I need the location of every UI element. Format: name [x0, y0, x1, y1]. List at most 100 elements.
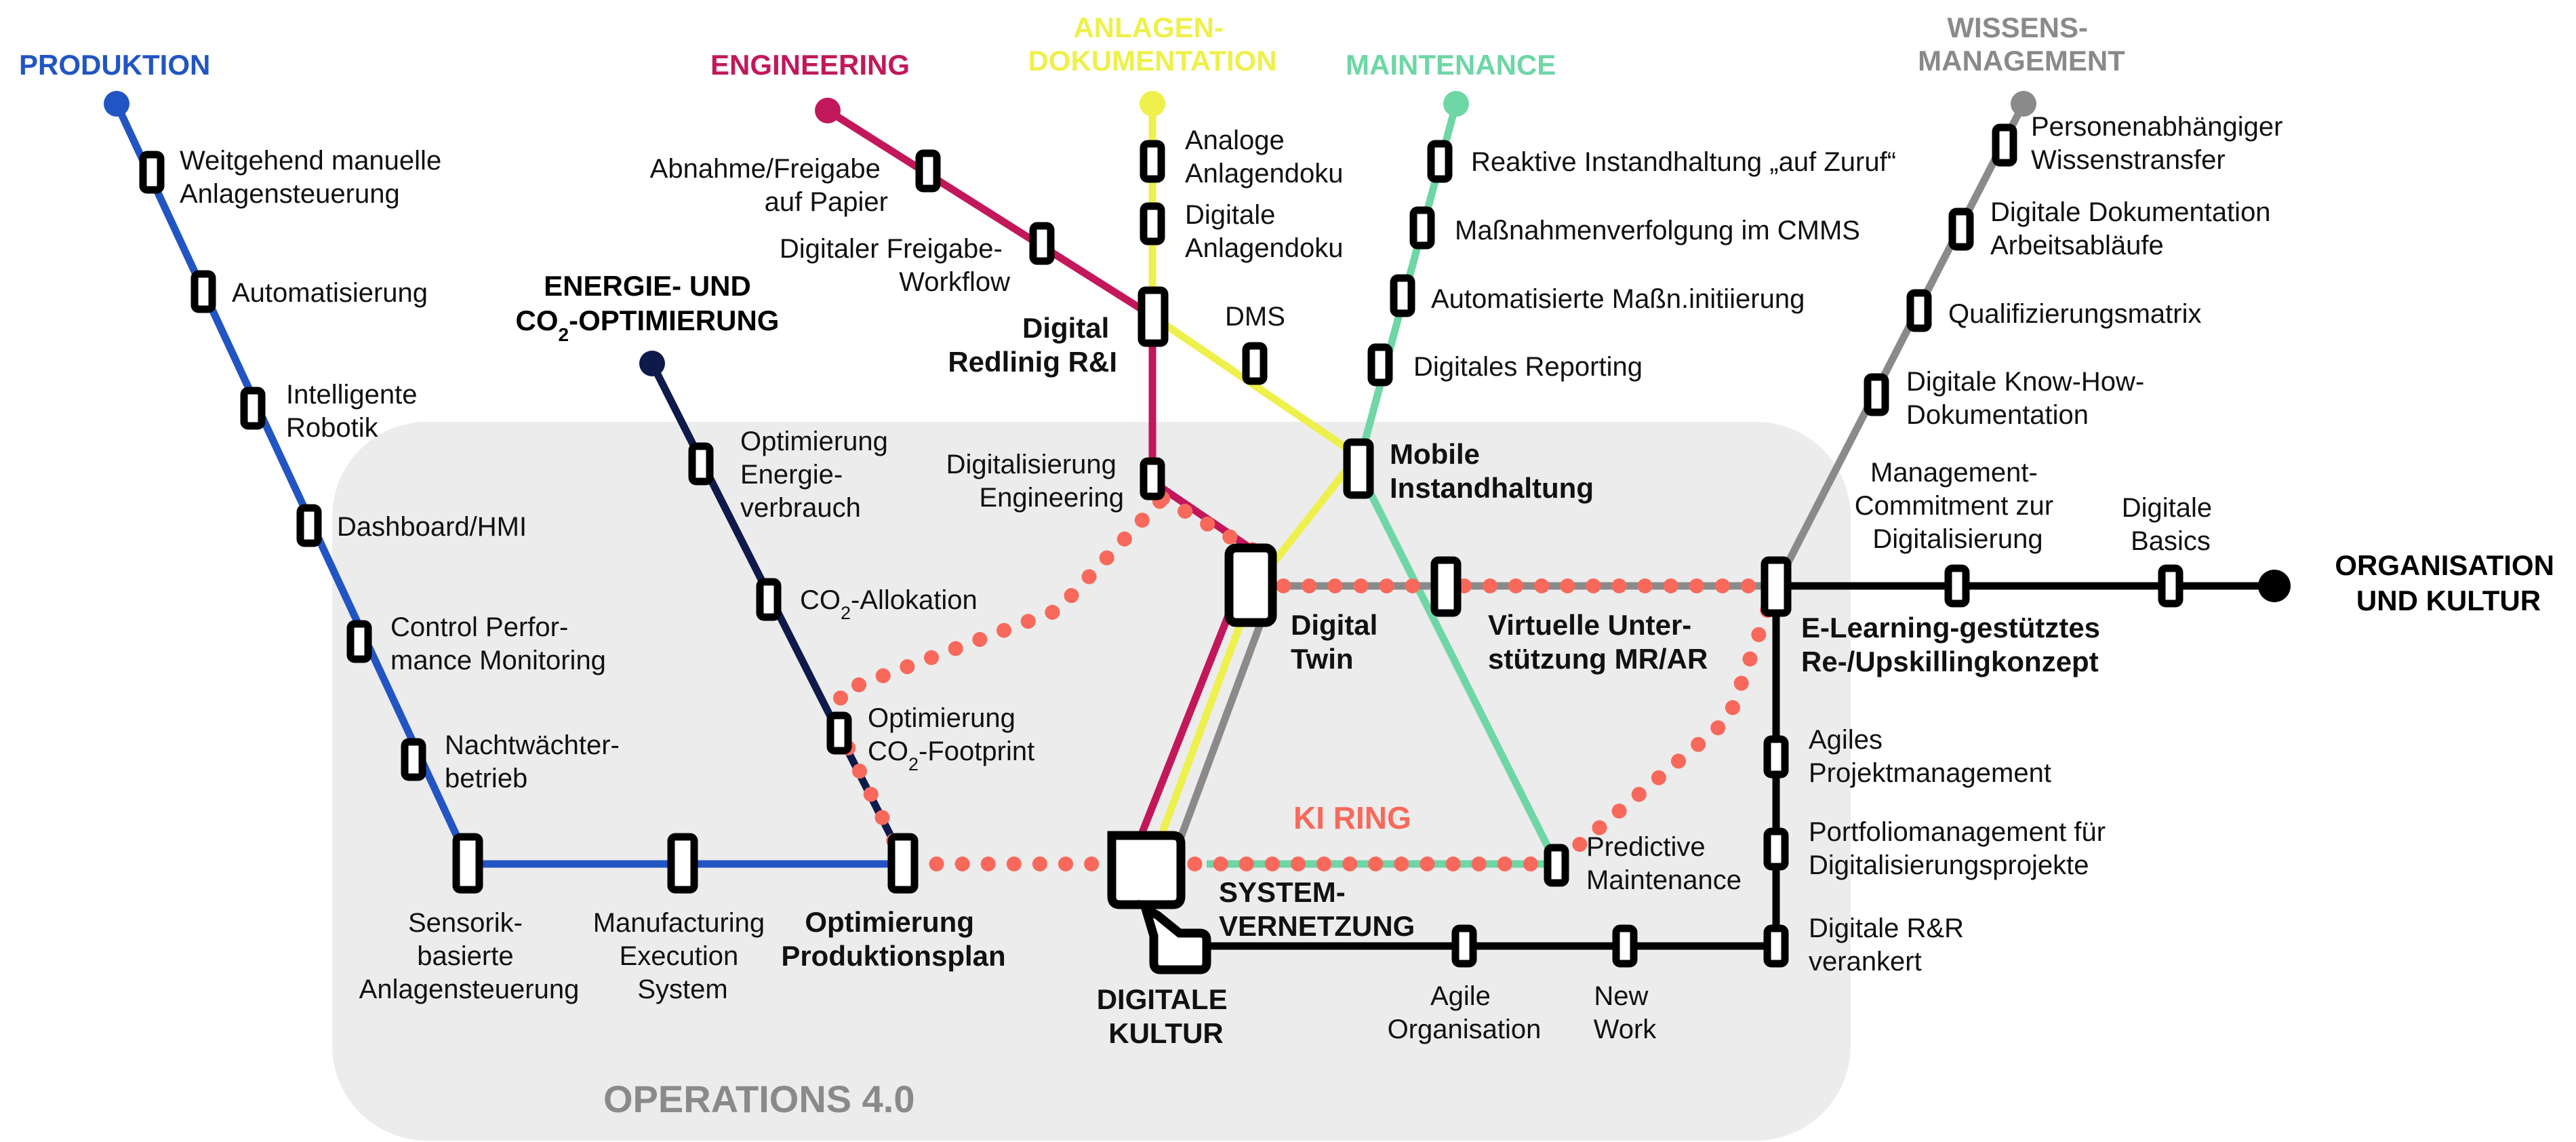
stop-maintenance-initiierung[interactable]	[1390, 274, 1415, 317]
label-kultur-rr-2: verankert	[1809, 947, 1922, 977]
heading-energie-co: CO	[516, 304, 559, 336]
label-kultur-new-work-1: New	[1594, 981, 1648, 1011]
heading-anlagendoku-1: ANLAGEN-	[1073, 12, 1224, 43]
label-energie-footprint-co: CO	[868, 736, 908, 766]
stop-produktion-nachtwaechter[interactable]	[401, 738, 426, 781]
stop-maintenance-reporting[interactable]	[1367, 343, 1393, 387]
stop-kultur-portfolio[interactable]	[1763, 827, 1789, 871]
ki-ring-right	[1549, 578, 1784, 871]
heading-anlagendoku: ANLAGEN- DOKUMENTATION	[1028, 12, 1276, 77]
label-mr-ar-2: stützung MR/AR	[1488, 643, 1708, 675]
heading-produktion: PRODUKTION	[19, 49, 210, 81]
label-kultur-agile-org-1: Agile	[1430, 981, 1491, 1011]
stop-engineering-workflow[interactable]	[1029, 222, 1055, 265]
stop-mr-ar[interactable]	[1430, 556, 1462, 617]
stop-anlagendoku-digital[interactable]	[1140, 202, 1165, 245]
label-engineering-workflow-1: Digitaler Freigabe-	[780, 234, 1003, 264]
heading-energie: ENERGIE- UND	[544, 270, 751, 302]
label-kultur-management-3: Digitalisierung	[1872, 524, 2042, 554]
label-energie-allokation-co: CO	[800, 585, 841, 615]
label-maintenance-mobile-2: Instandhaltung	[1390, 472, 1594, 504]
stop-produktion-dashboard[interactable]	[296, 504, 322, 547]
label-kultur-portfolio: Portfoliomanagement für Digitalisierungs…	[1809, 817, 2113, 880]
label-maintenance-predictive: Predictive Maintenance	[1586, 832, 1742, 895]
label-energie-footprint-2: CO2-Footprint	[868, 736, 1034, 774]
label-engineering-workflow: Digitaler Freigabe- Workflow	[780, 234, 1010, 297]
label-mr-ar-1: Virtuelle Unter-	[1488, 609, 1691, 641]
stop-energie-allokation[interactable]	[756, 578, 782, 621]
stop-kultur-elearning[interactable]	[1760, 556, 1792, 617]
terminus-kultur	[2258, 570, 2291, 602]
label-produktion-nachtwaechter-2: betrieb	[445, 764, 527, 793]
stop-engineering-redlining[interactable]	[1138, 286, 1169, 347]
label-wissen-dokumentation-2: Arbeitsabläufe	[1990, 231, 2164, 260]
stop-engineering-digitalisierung[interactable]	[1140, 457, 1165, 500]
label-anlagendoku-dms: DMS	[1225, 302, 1285, 332]
stop-kultur-basics[interactable]	[2158, 564, 2183, 608]
label-produktion-manuell-2: Anlagensteuerung	[180, 179, 400, 209]
label-engineering-workflow-2: Workflow	[899, 267, 1010, 297]
hub-systemvernetzung[interactable]	[1107, 831, 1186, 909]
terminus-energie	[639, 351, 665, 376]
label-kultur-agiles-pm-1: Agiles	[1809, 725, 1883, 755]
heading-engineering: ENGINEERING	[710, 49, 910, 81]
label-systemvernetzung: SYSTEM- VERNETZUNG	[1219, 876, 1415, 942]
stop-produktion-manuell[interactable]	[139, 151, 165, 194]
hub-digitale-kultur[interactable]	[1138, 899, 1211, 974]
label-energie-footprint-rest: -Footprint	[919, 736, 1034, 766]
label-kultur-management: Management- Commitment zur Digitalisieru…	[1855, 458, 2061, 554]
label-produktion-automatisierung: Automatisierung	[232, 278, 428, 308]
stop-kultur-management[interactable]	[1944, 564, 1970, 608]
label-produktion-sensorik-3: Anlagensteuerung	[359, 974, 580, 1004]
stop-maintenance-predictive[interactable]	[1544, 844, 1569, 887]
label-wissen-personen: Personenabhängiger Wissenstransfer	[2031, 112, 2291, 175]
stop-produktion-automatisierung[interactable]	[190, 270, 216, 313]
stop-kultur-agiles-pm[interactable]	[1763, 735, 1789, 779]
label-kultur-rr-1: Digitale R&R	[1809, 913, 1964, 943]
stop-energie-footprint[interactable]	[826, 711, 852, 755]
stop-produktion-produktionsplan[interactable]	[887, 833, 919, 894]
terminus-produktion	[104, 91, 129, 117]
stop-produktion-cpm[interactable]	[346, 620, 372, 663]
stop-wissen-personen[interactable]	[1992, 123, 2017, 167]
label-anlagendoku-digital: Digitale Anlagendoku	[1185, 200, 1344, 263]
label-maintenance-reporting: Digitales Reporting	[1413, 352, 1643, 382]
stop-produktion-sensorik[interactable]	[452, 833, 483, 894]
hub-digital-twin[interactable]	[1224, 543, 1277, 627]
stop-engineering-papier[interactable]	[915, 149, 941, 193]
label-produktion-sensorik-1: Sensorik-	[408, 908, 523, 938]
stop-kultur-rr[interactable]	[1763, 924, 1789, 968]
stop-maintenance-mobile[interactable]	[1343, 438, 1374, 499]
label-energie-verbrauch: Optimierung Energie- verbrauch	[740, 427, 895, 523]
stop-wissen-matrix[interactable]	[1906, 289, 1932, 332]
label-kultur-portfolio-2: Digitalisierungsprojekte	[1809, 850, 2089, 880]
label-produktion-nachtwaechter-1: Nachtwächter-	[445, 730, 620, 760]
label-engineering-redlining-2: Redlinig R&I	[948, 346, 1117, 378]
stop-wissen-dokumentation[interactable]	[1948, 208, 1974, 251]
label-energie-footprint-1: Optimierung	[868, 703, 1015, 733]
label-kultur-rr: Digitale R&R verankert	[1809, 913, 1971, 977]
label-wissen-matrix: Qualifizierungsmatrix	[1948, 299, 2201, 329]
label-digitale-kultur-1: DIGITALE	[1097, 983, 1228, 1015]
stop-anlagendoku-analog[interactable]	[1140, 140, 1165, 183]
label-digitale-kultur: DIGITALE KULTUR	[1097, 983, 1236, 1049]
label-produktion-dashboard: Dashboard/HMI	[337, 512, 527, 542]
label-anlagendoku-analog: Analoge Anlagendoku	[1185, 125, 1344, 189]
stop-energie-verbrauch[interactable]	[688, 442, 714, 486]
stop-produktion-mes[interactable]	[667, 833, 698, 894]
label-anlagendoku-digital-2: Anlagendoku	[1185, 233, 1344, 263]
stop-kultur-agile-org[interactable]	[1451, 924, 1477, 968]
stop-produktion-robotik[interactable]	[240, 387, 266, 430]
stop-anlagendoku-dms[interactable]	[1242, 342, 1268, 385]
label-wissen-personen-1: Personenabhängiger	[2031, 112, 2282, 142]
label-kultur-agiles-pm-2: Projektmanagement	[1809, 758, 2051, 788]
stop-wissen-knowhow[interactable]	[1864, 373, 1889, 416]
label-maintenance-predictive-2: Maintenance	[1586, 865, 1742, 895]
stop-kultur-new-work[interactable]	[1612, 924, 1638, 968]
stop-maintenance-reaktiv[interactable]	[1427, 140, 1453, 183]
label-anlagendoku-analog-1: Analoge	[1185, 125, 1285, 155]
stop-maintenance-cmms[interactable]	[1409, 206, 1435, 250]
label-engineering-papier-2: auf Papier	[765, 187, 888, 217]
label-maintenance-predictive-1: Predictive	[1586, 832, 1706, 862]
